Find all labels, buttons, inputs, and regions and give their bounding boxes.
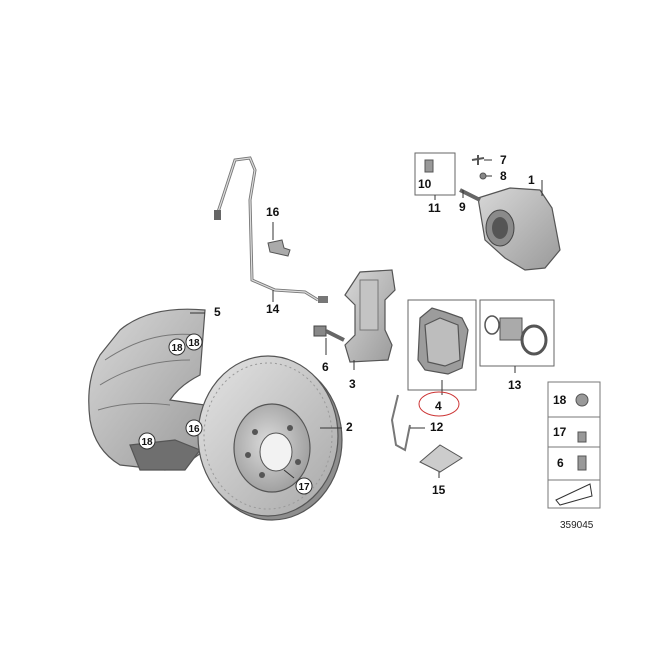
hose-bracket (267, 239, 291, 257)
callout-14: 14 (266, 302, 280, 316)
svg-text:18: 18 (141, 437, 153, 448)
callout-1: 1 (528, 173, 535, 187)
svg-text:18: 18 (171, 343, 183, 354)
brake-hose-line (214, 156, 328, 303)
callout-16: 16 (266, 205, 280, 219)
bleeder-parts (471, 155, 487, 180)
circled-callout-18-b: 18 (185, 333, 203, 351)
highlight-ring-part-4 (418, 391, 460, 417)
callout-4: 4 (435, 399, 442, 413)
callout-5: 5 (214, 305, 221, 319)
legend-labels: 18 17 6 (553, 393, 567, 470)
callout-11: 11 (428, 201, 441, 215)
callout-15: 15 (432, 483, 446, 497)
callout-6: 6 (322, 360, 329, 374)
legend-label-18: 18 (553, 393, 567, 407)
circled-callout-16-b: 16 (185, 419, 203, 437)
circled-callout-17-a: 17 (295, 477, 313, 495)
circled-callout-18-a: 18 (168, 338, 186, 356)
callout-10: 10 (418, 177, 432, 191)
callout-8: 8 (500, 169, 507, 183)
carrier-bolt (313, 325, 345, 342)
brake-disc (197, 355, 343, 521)
wear-sensor-part (419, 444, 463, 473)
caliper-carrier (344, 269, 396, 363)
callout-3: 3 (349, 377, 356, 391)
svg-text:17: 17 (298, 482, 310, 493)
brake-caliper (459, 187, 561, 271)
legend-label-6: 6 (557, 456, 564, 470)
diagram-code: 359045 (560, 520, 594, 531)
legend-label-17: 17 (553, 425, 567, 439)
callout-9: 9 (459, 200, 466, 214)
callout-12: 12 (430, 420, 444, 434)
callout-labels: 1 2 3 4 5 6 7 8 9 10 11 12 13 14 15 16 (214, 153, 535, 497)
spring-clip (390, 394, 411, 452)
fastener-legend (547, 381, 601, 509)
brake-pads-box (407, 299, 477, 391)
svg-text:16: 16 (188, 424, 200, 435)
circled-callout-18-c: 18 (138, 432, 156, 450)
circled-callouts: 18 18 18 16 17 (138, 333, 313, 495)
seal-kit-box (479, 299, 555, 367)
callout-7: 7 (500, 153, 507, 167)
callout-2: 2 (346, 420, 353, 434)
svg-text:18: 18 (188, 338, 200, 349)
callout-13: 13 (508, 378, 522, 392)
guide-bushing-box (414, 152, 456, 196)
